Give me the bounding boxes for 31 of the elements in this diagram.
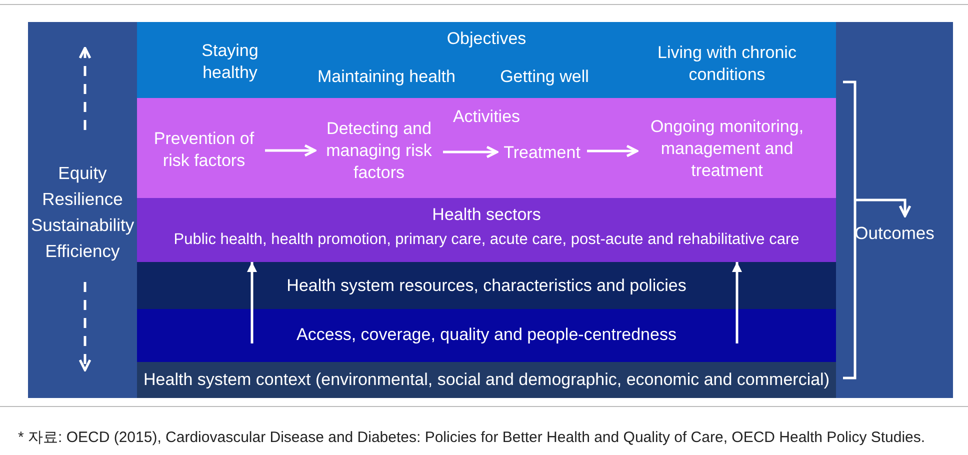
activity-label: Treatment xyxy=(497,142,587,164)
resources-band xyxy=(137,262,836,309)
side-panel xyxy=(28,22,137,398)
band-text: Health system context (environmental, social and demographic, economic and commercial) xyxy=(144,369,830,391)
arrow xyxy=(443,146,498,158)
band-title: Objectives xyxy=(446,28,526,50)
sectors-band xyxy=(137,198,836,262)
arrow xyxy=(587,144,638,158)
objective-label: Maintaining health xyxy=(309,66,464,88)
objective-label: Getting well xyxy=(492,66,597,88)
arrow xyxy=(247,262,257,309)
band-title: Health sectors xyxy=(432,204,541,226)
source-note: * 자료: OECD (2015), Cardiovascular Disease and Diabetes: Policies for Better Health and Quality of Care, OECD Health Policy Studies. xyxy=(18,428,926,447)
objective-label: Staying healthy xyxy=(185,40,275,84)
band-text: Health system resources, characteristics and policies xyxy=(286,275,686,297)
sector-list: Public health, health promotion, primary care, acute care, post-acute and rehabilitative care xyxy=(174,229,800,251)
context-band xyxy=(137,362,836,398)
band-title: Activities xyxy=(452,106,520,128)
arrow xyxy=(732,262,742,309)
activity-label: Detecting and managing risk factors xyxy=(315,118,443,184)
objectives-band xyxy=(137,22,836,98)
access-band xyxy=(137,309,836,362)
activities-band xyxy=(137,98,836,198)
objective-label: Living with chronic conditions xyxy=(642,42,812,86)
band-text: Access, coverage, quality and people-centredness xyxy=(296,324,676,346)
principles-list: Equity Resilience Sustainability Efficiency xyxy=(31,160,134,264)
side-panel xyxy=(836,22,953,398)
activity-label: Ongoing monitoring, management and treatment xyxy=(637,116,817,182)
arrow xyxy=(265,144,316,157)
activity-label: Prevention of risk factors xyxy=(143,128,265,172)
outcome-label: Outcomes xyxy=(854,222,936,245)
